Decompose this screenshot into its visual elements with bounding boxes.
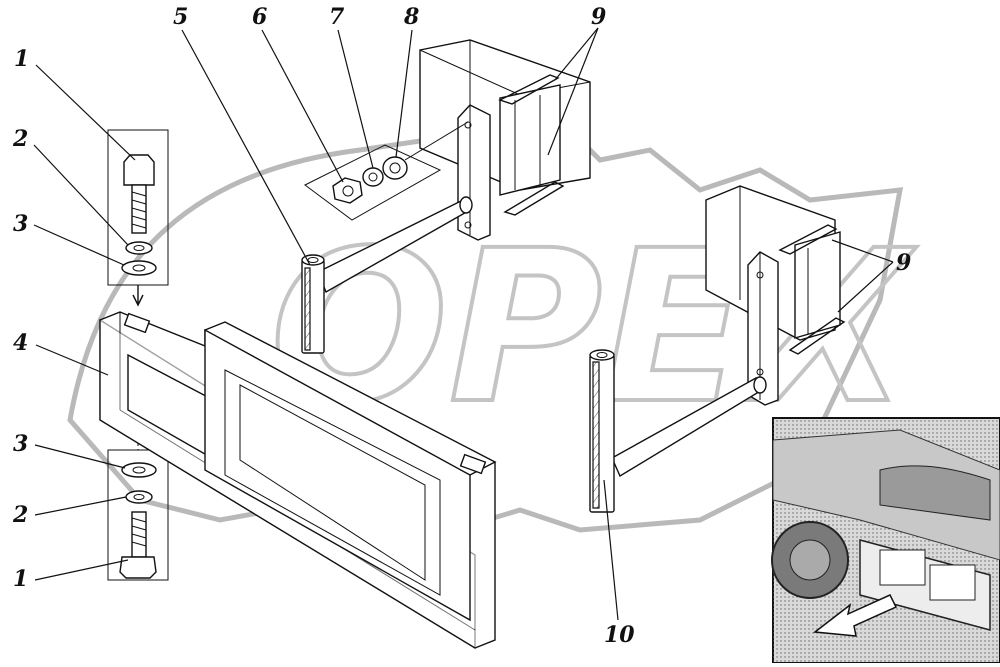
bolt-stack-upper — [107, 129, 169, 307]
callout-10: 10 — [604, 622, 635, 648]
callout-labels: 1 2 3 4 3 2 1 5 6 7 8 9 9 10 — [12, 4, 911, 648]
support-bracket-5 — [301, 104, 491, 354]
inset-photo — [771, 417, 1000, 664]
callout-1: 1 — [14, 46, 29, 72]
callout-4: 4 — [13, 330, 28, 356]
callout-9-upper: 9 — [591, 4, 606, 30]
callout-6: 6 — [252, 4, 267, 30]
callout-2: 2 — [12, 126, 28, 152]
bolt-stack-lower — [107, 425, 169, 581]
callout-2-lower: 2 — [12, 502, 28, 528]
channel-bracket-right — [778, 224, 846, 355]
fastener-set-6-7-8 — [304, 121, 469, 221]
arrow-icon — [813, 594, 898, 637]
callout-5: 5 — [173, 4, 188, 30]
callout-9-right: 9 — [896, 250, 911, 276]
leader-lines — [33, 27, 894, 621]
rear-frame-4 — [99, 311, 497, 650]
callout-7: 7 — [329, 4, 345, 30]
channel-bracket-upper — [498, 74, 565, 216]
callout-8: 8 — [403, 4, 419, 30]
callout-3: 3 — [13, 211, 28, 237]
callout-1-lower: 1 — [13, 566, 28, 592]
support-bracket-10 — [589, 251, 779, 513]
callout-3-lower: 3 — [13, 431, 28, 457]
